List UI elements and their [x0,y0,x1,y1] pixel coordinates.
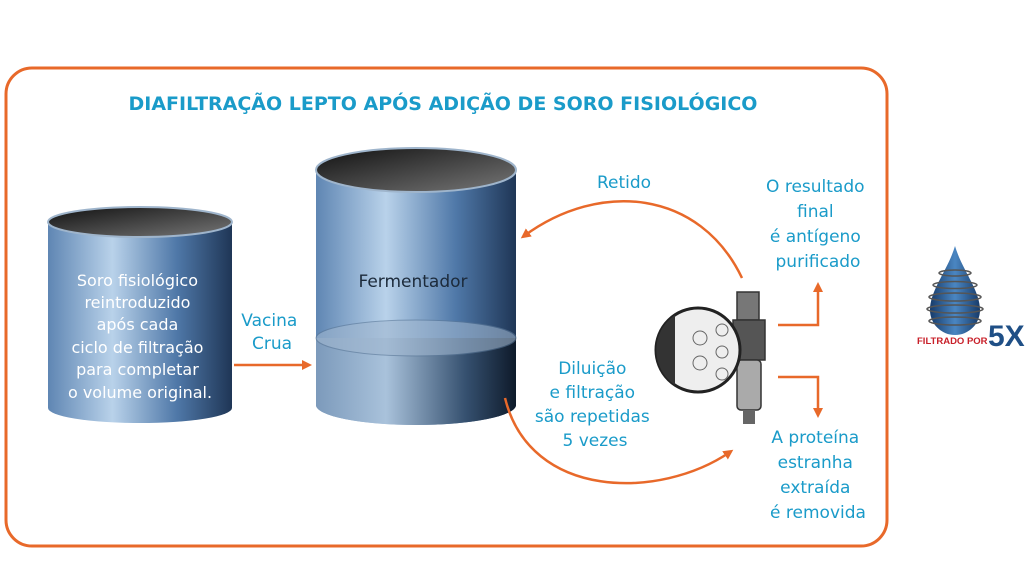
svg-text:5X: 5X [988,320,1025,353]
result-arrow [778,282,823,327]
input-label: Vacina Crua [241,311,302,354]
retained-arrow [520,200,744,279]
svg-text:FILTRADO POR: FILTRADO POR [917,336,988,347]
filter-cartridge-icon [654,291,766,424]
diagram-frame [4,66,889,548]
diagram-title: DIAFILTRAÇÃO LEPTO APÓS ADIÇÃO DE SORO F… [129,91,758,115]
removed-arrow [778,375,823,418]
cycle-label: Diluição e filtração são repetidas 5 vez… [535,359,655,451]
retained-label: Retido [597,173,651,193]
fermenter-tank: Fermentador [315,147,517,425]
saline-tank: Soro fisiológico reintroduzido após cada… [47,206,233,423]
filtrado-por-5x-logo: FILTRADO POR 5X [917,246,1025,353]
result-label: O resultado final é antígeno purificado [766,177,870,272]
saline-tank-text: Soro fisiológico reintroduzido após cada… [68,271,212,402]
water-drop-filter-icon [930,246,980,335]
removed-label: A proteína estranha extraída é removida [770,428,866,523]
cycle-arrow [503,397,734,485]
fermenter-label: Fermentador [358,272,467,292]
